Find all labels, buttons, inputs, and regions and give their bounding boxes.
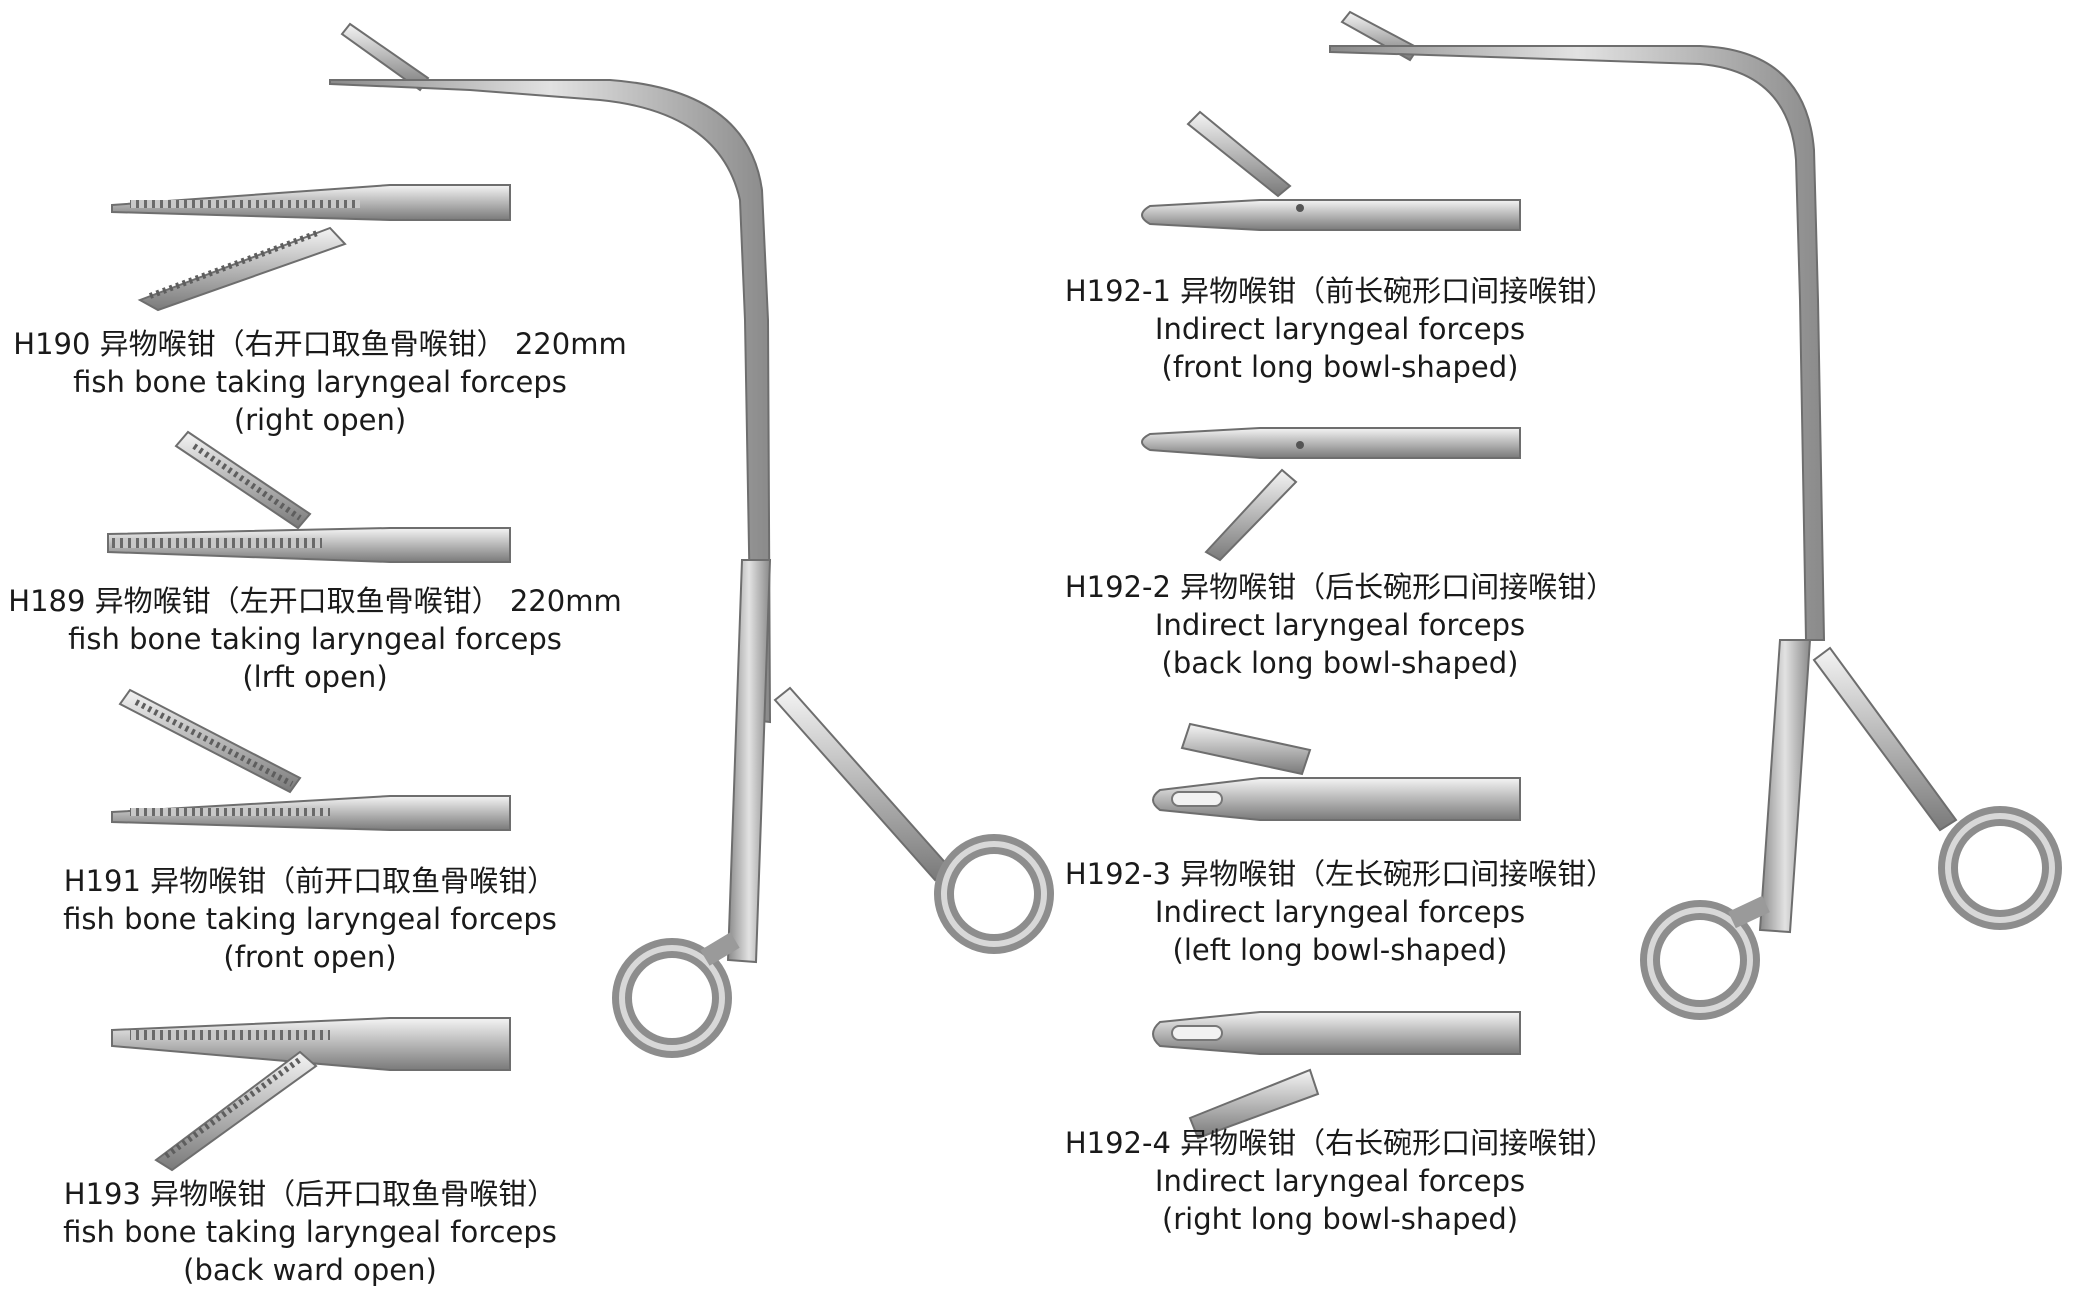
product-label-h192-1: H192-1 异物喉钳（前长碗形口间接喉钳） Indirect laryngea… [1050,272,1630,386]
product-code-cn: H191 异物喉钳（前开口取鱼骨喉钳） [63,864,557,898]
h189-tip-image [107,430,511,563]
product-name-en: fish bone taking laryngeal forceps [73,365,567,399]
product-code-cn: H192-4 异物喉钳（右长碗形口间接喉钳） [1064,1126,1616,1160]
h192-4-tip-image [1152,1011,1521,1140]
product-label-h190: H190 异物喉钳（右开口取鱼骨喉钳） 220mm fish bone taki… [0,325,640,439]
product-detail: (right open) [233,403,407,437]
product-detail: (back ward open) [183,1253,437,1287]
product-code-cn: H189 异物喉钳（左开口取鱼骨喉钳） 220mm [8,584,622,618]
product-label-h192-2: H192-2 异物喉钳（后长碗形口间接喉钳） Indirect laryngea… [1050,568,1630,682]
product-name-en: fish bone taking laryngeal forceps [63,1215,557,1249]
product-name-en: fish bone taking laryngeal forceps [68,622,562,656]
product-detail: (lrft open) [242,660,388,694]
h192-1-tip-image [1141,110,1521,231]
product-name-en: fish bone taking laryngeal forceps [63,902,557,936]
product-label-h192-4: H192-4 异物喉钳（右长碗形口间接喉钳） Indirect laryngea… [1050,1124,1630,1238]
product-label-h193: H193 异物喉钳（后开口取鱼骨喉钳） fish bone taking lar… [40,1175,580,1289]
product-label-h192-3: H192-3 异物喉钳（左长碗形口间接喉钳） Indirect laryngea… [1050,855,1630,969]
product-name-en: Indirect laryngeal forceps [1154,1164,1526,1198]
forceps-full-view-right [1329,10,2062,1020]
product-code-cn: H192-3 异物喉钳（左长碗形口间接喉钳） [1064,857,1616,891]
forceps-full-view-left [329,22,1054,1058]
product-detail: (front long bowl-shaped) [1161,350,1519,384]
h192-3-tip-image [1152,722,1521,821]
product-detail: (left long bowl-shaped) [1172,933,1508,967]
product-name-en: Indirect laryngeal forceps [1154,312,1526,346]
product-code-cn: H190 异物喉钳（右开口取鱼骨喉钳） 220mm [13,327,627,361]
h190-tip-image [111,184,511,312]
product-label-h191: H191 异物喉钳（前开口取鱼骨喉钳） fish bone taking lar… [40,862,580,976]
product-detail: (front open) [223,940,397,974]
product-name-en: Indirect laryngeal forceps [1154,895,1526,929]
h192-2-tip-image [1141,427,1521,562]
product-label-h189: H189 异物喉钳（左开口取鱼骨喉钳） 220mm fish bone taki… [0,582,630,696]
product-detail: (back long bowl-shaped) [1161,646,1519,680]
product-code-cn: H192-2 异物喉钳（后长碗形口间接喉钳） [1064,570,1616,604]
product-name-en: Indirect laryngeal forceps [1154,608,1526,642]
h191-tip-image [111,688,511,831]
h193-tip-image [111,1017,511,1172]
product-detail: (right long bowl-shaped) [1161,1202,1519,1236]
product-code-cn: H192-1 异物喉钳（前长碗形口间接喉钳） [1064,274,1616,308]
product-code-cn: H193 异物喉钳（后开口取鱼骨喉钳） [63,1177,557,1211]
